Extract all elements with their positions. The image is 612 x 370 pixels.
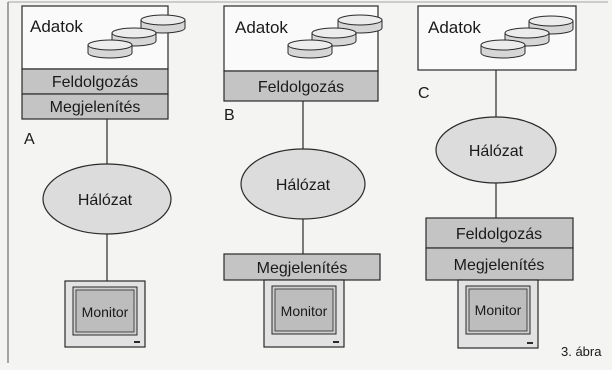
figure-caption: 3. ábra <box>561 344 602 359</box>
network-label: Hálózat <box>78 192 133 209</box>
network-label: Hálózat <box>276 177 331 194</box>
data-label: Adatok <box>428 18 481 37</box>
database-cylinders-icon <box>480 15 574 59</box>
database-cylinders-icon <box>87 14 186 59</box>
processing-label: Feldolgozás <box>52 74 138 91</box>
database-cylinders-icon <box>287 14 383 59</box>
data-label: Adatok <box>30 17 83 36</box>
monitor-label: Monitor <box>281 303 328 319</box>
panel-letter: A <box>24 131 35 148</box>
data-label: Adatok <box>235 18 288 37</box>
monitor-icon <box>263 279 345 348</box>
panel-letter: B <box>224 107 235 124</box>
processing-label: Feldolgozás <box>258 79 344 96</box>
panel-c: Adatok C Hálózat Feldolgozás Megjeleníté… <box>417 5 577 349</box>
presentation-label: Megjelenítés <box>454 257 545 274</box>
network-label: Hálózat <box>469 143 524 160</box>
presentation-layer <box>21 93 169 120</box>
presentation-label: Megjelenítés <box>257 260 348 277</box>
presentation-label: Megjelenítés <box>50 99 141 116</box>
monitor-label: Monitor <box>82 304 129 320</box>
processing-layer <box>223 70 379 102</box>
monitor-icon <box>64 280 146 348</box>
processing-label: Feldolgozás <box>456 226 542 243</box>
presentation-layer <box>223 253 381 281</box>
monitor-icon <box>457 279 539 349</box>
panel-b: Adatok Feldolgozás B Hálózat Megjeleníté… <box>223 5 383 348</box>
panel-letter: C <box>418 85 430 102</box>
presentation-layer <box>425 247 574 281</box>
processing-layer <box>425 217 574 249</box>
monitor-label: Monitor <box>475 302 522 318</box>
panel-a: Adatok Feldolgozás Megjelenítés A Hálóza… <box>21 5 186 348</box>
processing-layer <box>21 68 169 95</box>
